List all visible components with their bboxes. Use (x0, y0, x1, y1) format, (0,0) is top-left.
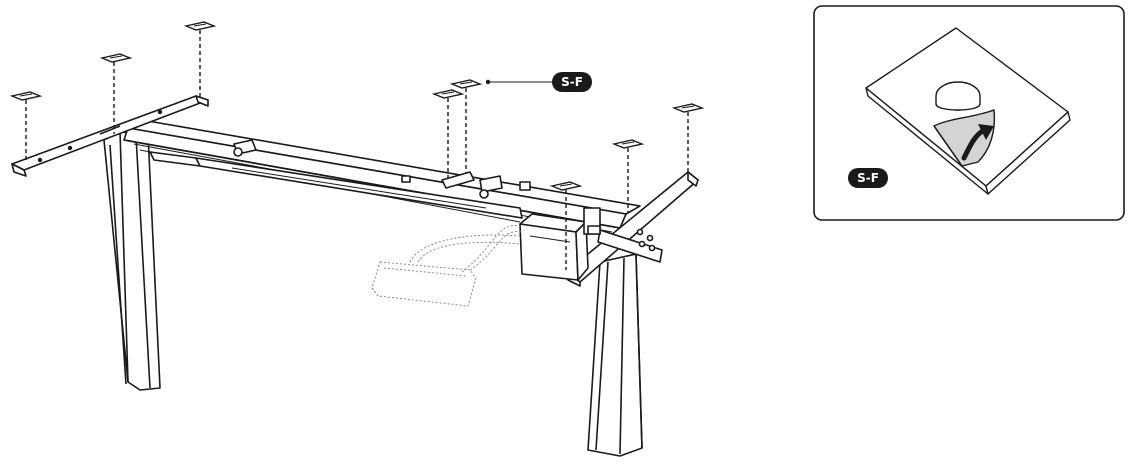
adhesive-pad (611, 139, 645, 212)
detail-label-text: S-F (857, 171, 879, 185)
right-leg (587, 253, 643, 457)
crossbeam (123, 119, 641, 233)
adhesive-pad (99, 53, 133, 134)
left-foot-bracket (11, 95, 209, 177)
adhesive-pads (9, 21, 705, 270)
part-label-text: S-F (561, 75, 583, 89)
detail-label-badge: S-F (848, 168, 888, 188)
adhesive-pad (549, 181, 583, 270)
part-label-badge: S-F (552, 72, 592, 92)
part-callout: S-F (485, 72, 592, 92)
desk-frame (11, 95, 699, 457)
curved-arrow-icon (961, 124, 994, 161)
adhesive-pad (671, 103, 705, 172)
adhesive-pad (449, 79, 483, 174)
adhesive-sheet (865, 27, 1071, 195)
beam-brackets (233, 139, 531, 199)
detail-inset: S-F (813, 5, 1125, 221)
left-leg (103, 131, 161, 391)
control-box (519, 207, 601, 281)
adhesive-pad (183, 21, 217, 98)
hand-controller (371, 225, 523, 307)
adhesive-pad (431, 89, 465, 180)
adhesive-pad (9, 91, 43, 162)
